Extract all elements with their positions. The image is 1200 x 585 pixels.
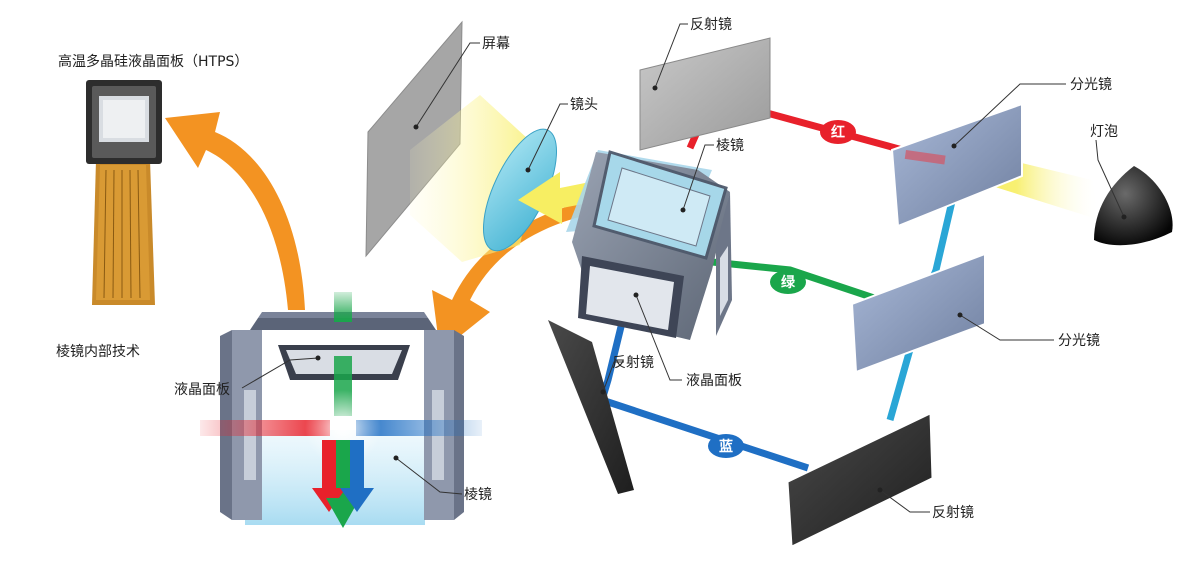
green-label-pill: 绿	[770, 270, 806, 294]
dichroic-mirror-top	[890, 102, 1023, 228]
label-lens: 镜头	[570, 97, 598, 113]
green-beam	[711, 258, 897, 309]
inset-green-beam-in	[334, 292, 352, 322]
svg-text:红: 红	[831, 124, 845, 141]
label-dichroic-top: 分光镜	[1070, 77, 1112, 93]
label-lcd-panel: 液晶面板	[686, 373, 742, 389]
svg-text:绿: 绿	[781, 274, 796, 291]
label-inset-prism: 棱镜	[464, 487, 492, 503]
leader-lines	[241, 23, 1127, 513]
orange-arrow-prism-to-inset	[432, 192, 640, 352]
yellow-arrow-to-lens	[518, 172, 604, 224]
htps-panel-chip	[86, 80, 162, 305]
bulb	[1094, 166, 1173, 246]
dichroic-mirror-mid	[850, 252, 986, 374]
mirror-left	[548, 320, 634, 494]
inset-blue-beam	[356, 420, 482, 436]
label-mirror-left: 反射镜	[612, 355, 654, 371]
label-htps-title: 高温多晶硅液晶面板（HTPS）	[58, 53, 248, 70]
label-dichroic-mid: 分光镜	[1058, 333, 1100, 349]
svg-text:蓝: 蓝	[719, 438, 733, 455]
orange-arrow-up	[165, 112, 305, 310]
prism-cube	[566, 150, 732, 340]
mirror-top	[639, 37, 771, 151]
label-prism: 棱镜	[716, 138, 744, 154]
label-mirror-bottom: 反射镜	[932, 505, 974, 521]
inset-output-arrows	[312, 440, 374, 528]
inset-red-beam	[200, 420, 330, 436]
blue-label-pill: 蓝	[708, 434, 744, 458]
mirror-bottom	[787, 413, 933, 547]
label-bulb: 灯泡	[1090, 124, 1118, 140]
label-screen: 屏幕	[482, 36, 510, 52]
red-label-pill: 红	[820, 120, 856, 144]
label-prism-internal: 棱镜内部技术	[56, 344, 140, 360]
label-mirror-top: 反射镜	[690, 17, 732, 33]
label-inset-lcd-panel: 液晶面板	[174, 382, 230, 398]
